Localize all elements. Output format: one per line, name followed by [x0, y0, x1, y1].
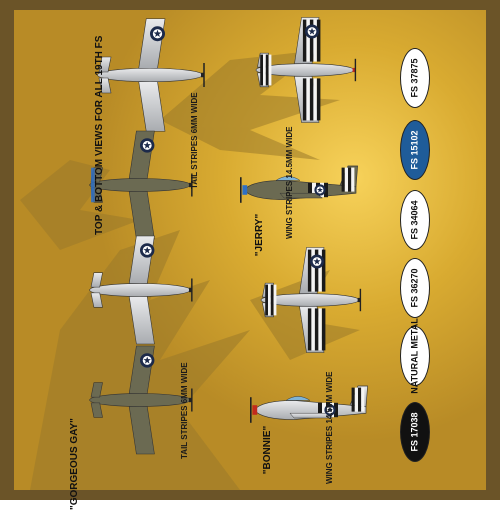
note-wing-stripes-2: WING STRIPES 14.5MM WIDE: [325, 371, 334, 484]
aircraft-top-view-jerry: [255, 17, 357, 123]
note-tail-stripes-2: TAIL STRIPES 6MM WIDE: [180, 362, 189, 459]
color-chip-code: FS 37875: [409, 58, 420, 98]
color-chip-code: FS 15102: [409, 130, 420, 170]
color-chip: FS 17038: [400, 402, 430, 462]
aircraft-top-view-1: [97, 18, 205, 132]
aircraft-side-view-bonnie: [249, 385, 368, 423]
note-tail-stripes-1: TAIL STRIPES 6MM WIDE: [190, 92, 199, 189]
color-chip-code: FS 17038: [409, 412, 420, 452]
aircraft-name-jerry: "JERRY": [254, 213, 265, 257]
aircraft-top-view-2: [89, 235, 193, 345]
color-chip: FS 37875: [400, 48, 430, 108]
color-chip-code: NATURAL METAL: [409, 318, 420, 394]
color-chip: FS 34064: [400, 190, 430, 250]
aircraft-top-view-3: [260, 247, 362, 353]
aircraft-name-gorgeous-gay: "GORGEOUS GAY": [69, 418, 80, 510]
aircraft-bottom-view-2: [89, 345, 193, 455]
aircraft-side-view-jerry: [239, 165, 358, 203]
color-chip: FS 15102: [400, 120, 430, 180]
color-chip-code: FS 36270: [409, 268, 420, 308]
color-chip: FS 36270: [400, 258, 430, 318]
aircraft-bottom-view-1: [89, 130, 193, 240]
aircraft-name-bonnie: "BONNIE": [262, 425, 273, 475]
color-chip-code: FS 34064: [409, 200, 420, 240]
note-wing-stripes-1: WING STRIPES 14.5MM WIDE: [285, 126, 294, 239]
color-chip: NATURAL METAL: [400, 318, 430, 394]
note-top-bottom-views: TOP & BOTTOM VIEWS FOR ALL 19TH FS: [94, 35, 105, 235]
